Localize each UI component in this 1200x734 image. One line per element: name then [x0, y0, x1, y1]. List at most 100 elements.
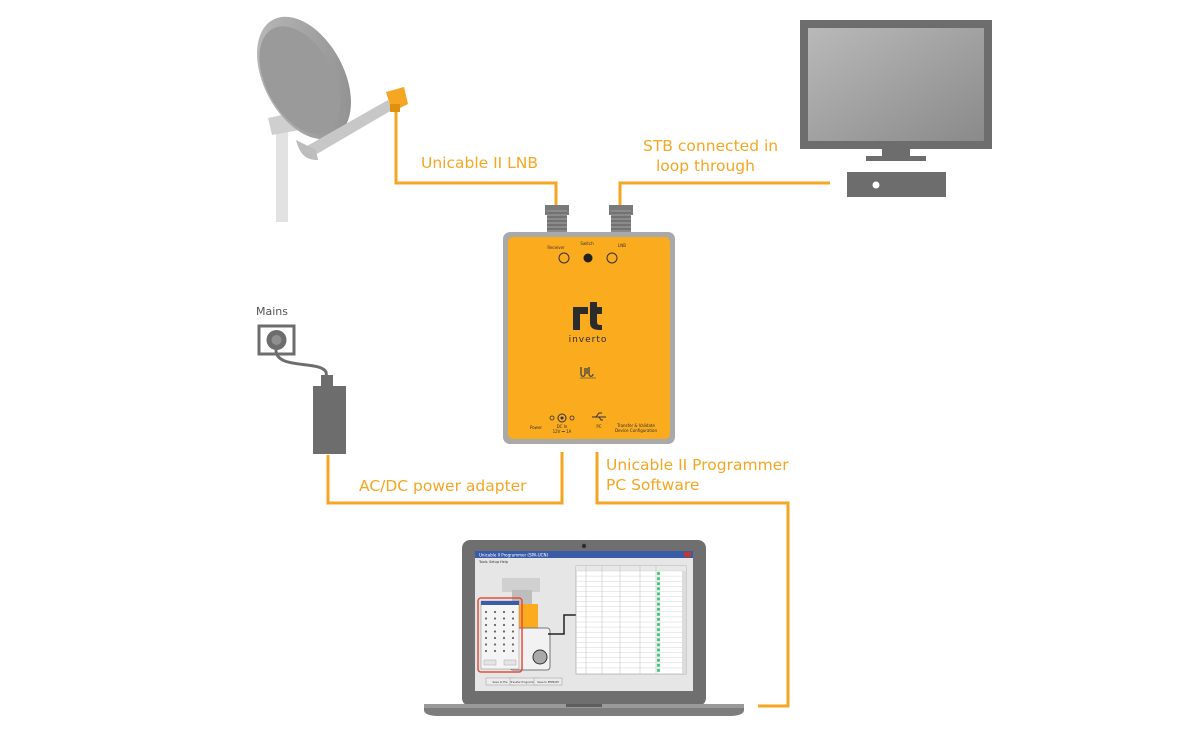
device-receiver-label: Receiver	[547, 245, 565, 250]
table-row-check-icon	[656, 617, 661, 622]
dialog-option-radio[interactable]	[502, 623, 506, 627]
dialog-option-radio[interactable]	[502, 636, 506, 640]
dialog-option-radio[interactable]	[511, 649, 515, 653]
table-row-check-icon	[656, 627, 661, 632]
table-row-check-icon	[656, 663, 661, 667]
pc-label: PC	[596, 424, 601, 429]
pc-cable	[595, 452, 790, 708]
dialog-option-radio[interactable]	[511, 630, 515, 633]
table-row-check-icon	[656, 571, 661, 576]
dialog-option-radio[interactable]	[511, 636, 515, 640]
dc-in-label: DC In	[557, 424, 568, 429]
dialog-option-radio[interactable]	[511, 643, 515, 646]
brand-name: inverto	[569, 335, 608, 345]
dialog-option-radio[interactable]	[484, 617, 488, 620]
table-row-check-icon	[656, 602, 661, 606]
app-menu-help[interactable]: Help	[500, 560, 509, 564]
connection-lines	[326, 108, 830, 708]
dialog-option-radio[interactable]	[493, 649, 497, 653]
dialog-option-radio[interactable]	[484, 649, 488, 653]
config-dialog	[477, 597, 523, 673]
table-row-check-icon	[656, 582, 661, 586]
dialog-option-radio[interactable]	[511, 617, 515, 620]
table-row-check-icon	[656, 612, 661, 616]
mains-socket-icon	[257, 324, 296, 356]
receiver-port-mark	[558, 252, 570, 264]
dialog-option-radio[interactable]	[502, 617, 506, 620]
dialog-option-radio[interactable]	[493, 643, 497, 646]
dialog-option-radio[interactable]	[511, 610, 515, 614]
dialog-option-radio[interactable]	[484, 610, 488, 614]
table-row-check-icon	[656, 668, 661, 673]
dialog-option-radio[interactable]	[493, 630, 497, 633]
label-power-adapter: AC/DC power adapter	[359, 477, 527, 495]
device-lnb-label: LNB	[618, 243, 626, 248]
dialog-option-radio[interactable]	[484, 643, 488, 646]
dialog-option-radio[interactable]	[484, 623, 488, 627]
device-switch-label: Switch	[580, 241, 594, 246]
laptop-icon: Unicable II Programmer (SPA-UCN) Tools S…	[424, 540, 744, 716]
table-row-check-icon	[656, 576, 661, 581]
dialog-option-radio[interactable]	[493, 617, 497, 620]
stb-cable	[618, 181, 830, 210]
table-row-check-icon	[656, 638, 661, 642]
table-row-check-icon	[656, 622, 661, 627]
app-close-button[interactable]	[684, 552, 691, 557]
table-row-check-icon	[656, 653, 661, 657]
label-mains: Mains	[256, 305, 288, 318]
dialog-option-radio[interactable]	[502, 630, 506, 633]
dialog-option-radio[interactable]	[493, 636, 497, 640]
app-menu-tools[interactable]: Tools	[478, 560, 488, 564]
dialog-option-radio[interactable]	[484, 630, 488, 633]
tv-icon	[800, 20, 992, 161]
f-connector-lnb	[609, 205, 633, 236]
table-row-check-icon	[656, 643, 661, 647]
app-menu-setup[interactable]: Setup	[489, 560, 500, 564]
label-stb-line2: loop through	[656, 157, 755, 175]
dialog-option-radio[interactable]	[502, 649, 506, 653]
dialog-option-radio[interactable]	[502, 643, 506, 646]
table-row-check-icon	[656, 607, 661, 611]
label-stb-line1: STB connected in	[643, 137, 779, 155]
dialog-cancel-button[interactable]	[483, 659, 497, 666]
programmer-app-window: Unicable II Programmer (SPA-UCN) Tools S…	[475, 551, 693, 686]
table-row-check-icon	[656, 587, 661, 591]
app-button-save-file-label: Save to File	[493, 680, 508, 684]
table-row-check-icon	[656, 658, 661, 662]
switch-button-icon	[583, 253, 593, 263]
unicable-logo-icon	[580, 367, 596, 379]
table-row-check-icon	[656, 597, 661, 601]
set-top-box-icon	[847, 172, 946, 197]
satellite-dish-icon	[257, 16, 408, 222]
dialog-option-radio[interactable]	[502, 610, 506, 614]
usb-symbol-icon	[592, 412, 606, 421]
power-adapter-icon	[313, 375, 346, 454]
lnb-port-mark	[606, 252, 618, 264]
lnb-cable	[394, 108, 558, 210]
dialog-option-radio[interactable]	[493, 610, 497, 614]
app-button-save-eeprom-label: Save to EEPROM	[537, 680, 559, 684]
label-programmer-line1: Unicable II Programmer	[606, 456, 789, 474]
inverto-logo: inverto	[569, 302, 608, 345]
app-button-transfer-label: Transfer Programmer	[510, 680, 538, 684]
app-button-save-eeprom[interactable]	[533, 677, 563, 686]
channel-table	[575, 565, 687, 675]
label-unicable-lnb: Unicable II LNB	[421, 154, 539, 172]
label-programmer-line2: PC Software	[606, 476, 700, 494]
dialog-option-radio[interactable]	[511, 623, 515, 627]
table-row-check-icon	[656, 633, 661, 637]
power-cable	[326, 452, 564, 505]
dc-spec-label: 12V ⎓ 1A	[553, 429, 572, 434]
app-window-title: Unicable II Programmer (SPA-UCN)	[479, 553, 548, 558]
config-label-2: Device Configuration	[615, 428, 658, 433]
adapter-cord	[274, 349, 330, 389]
power-label: Power	[530, 425, 542, 430]
dialog-option-radio[interactable]	[484, 636, 488, 640]
dialog-option-radio[interactable]	[493, 623, 497, 627]
table-row-check-icon	[656, 592, 661, 596]
dialog-ok-button[interactable]	[503, 659, 517, 666]
config-label: Transfer & Validate	[616, 423, 655, 428]
dc-in-symbol-icon	[549, 413, 575, 423]
